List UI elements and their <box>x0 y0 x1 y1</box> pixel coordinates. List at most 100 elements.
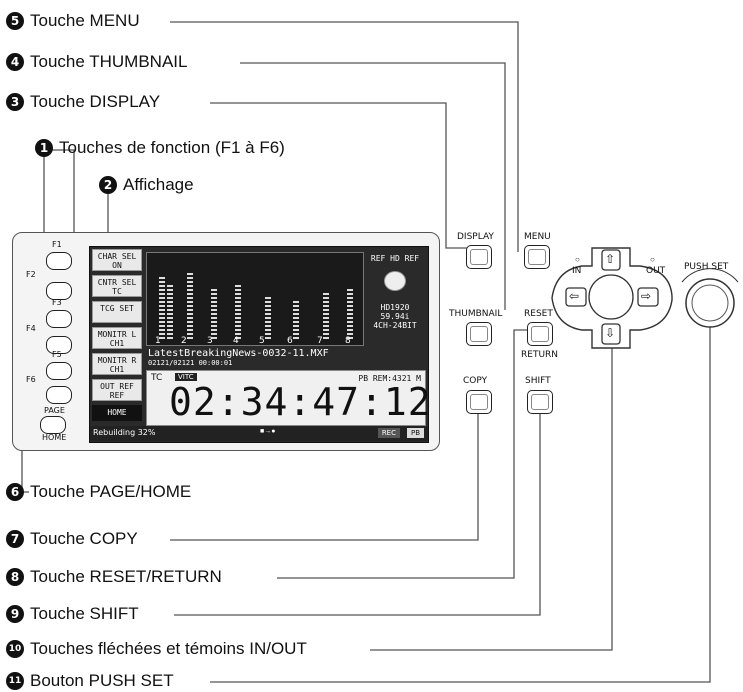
menu-item: CHAR SEL ON <box>92 249 142 271</box>
channel-number: 7 <box>317 336 323 346</box>
audio-meter <box>211 289 217 339</box>
out-indicator-icon: ○ <box>650 255 655 264</box>
copy-label: COPY <box>463 376 488 386</box>
f1-label: F1 <box>52 240 62 249</box>
timecode-box: TC VITC PB REM:4321 M 02:34:47:12 <box>146 370 431 426</box>
right-arrow-icon[interactable]: ⇨ <box>641 289 652 303</box>
callout-number: 6 <box>6 483 24 501</box>
reset-return-button[interactable] <box>527 322 553 346</box>
pb-remaining: PB REM:4321 M <box>358 374 421 383</box>
callout-reset-return: 8 Touche RESET/RETURN <box>6 567 222 587</box>
callout-display: 3 Touche DISPLAY <box>6 92 160 112</box>
tc-label: TC <box>151 373 163 383</box>
status-bar: Rebuilding 32% ■→● REC PB <box>90 426 428 441</box>
callout-number: 7 <box>6 530 24 548</box>
callout-menu: 5 Touche MENU <box>6 11 140 31</box>
up-arrow-icon[interactable]: ⇧ <box>605 252 616 266</box>
callout-number: 9 <box>6 605 24 623</box>
callout-label: Bouton PUSH SET <box>30 671 174 690</box>
f4-button[interactable] <box>46 336 72 354</box>
thumbnail-label: THUMBNAIL <box>449 309 503 319</box>
left-arrow-icon[interactable]: ⇦ <box>569 289 580 303</box>
callout-number: 5 <box>6 12 24 30</box>
menu-item: MONITR R CH1 <box>92 353 142 375</box>
callout-label: Touche DISPLAY <box>30 92 161 111</box>
f3-button[interactable] <box>46 310 72 328</box>
format-panel: REF HD REF HD1920 59.94i 4CH-24BIT <box>365 252 425 344</box>
transfer-icon: ■→● <box>260 428 276 435</box>
callout-number: 4 <box>6 53 24 71</box>
channel-number: 3 <box>207 336 213 346</box>
callout-label: Touche RESET/RETURN <box>30 567 222 586</box>
push-set-knob[interactable] <box>686 279 734 327</box>
audio-meter <box>167 285 173 339</box>
callout-copy: 7 Touche COPY <box>6 529 138 549</box>
copy-button[interactable] <box>466 390 492 414</box>
menu-label: MENU <box>524 232 551 242</box>
callout-function-keys: 1 Touches de fonction (F1 à F6) <box>35 138 285 158</box>
clip-filename: LatestBreakingNews-0032-11.MXF <box>148 348 329 359</box>
callout-label: Touches de fonction (F1 à F6) <box>59 138 285 157</box>
reset-label: RESET <box>524 309 553 319</box>
pb-badge: PB <box>406 428 424 438</box>
audio-meter <box>347 289 353 339</box>
callout-label: Touche MENU <box>30 11 140 30</box>
callout-number: 1 <box>35 139 53 157</box>
callout-label: Affichage <box>123 175 194 194</box>
clip-info: 02121/02121 00:00:01 <box>148 359 233 367</box>
callout-number: 10 <box>6 640 24 658</box>
in-indicator-icon: ○ <box>575 255 580 264</box>
channel-number: 5 <box>259 336 265 346</box>
display-button[interactable] <box>466 245 492 269</box>
menu-item: TCG SET <box>92 301 142 323</box>
channel-number: 1 <box>155 336 161 346</box>
callout-shift: 9 Touche SHIFT <box>6 604 139 624</box>
in-indicator-label: IN <box>572 266 582 276</box>
menu-item: MONITR L CH1 <box>92 327 142 349</box>
timecode-value: 02:34:47:12 <box>169 380 432 424</box>
channel-number: 2 <box>181 336 187 346</box>
menu-button[interactable] <box>524 245 550 269</box>
f2-label: F2 <box>26 270 36 279</box>
audio-meters: 1 2 3 4 5 6 7 8 <box>146 252 364 346</box>
page-home-button[interactable] <box>40 416 66 434</box>
audio-meter <box>235 283 241 339</box>
audio-meter <box>187 273 193 339</box>
f1-button[interactable] <box>46 252 72 270</box>
page-label: PAGE <box>44 406 65 415</box>
callout-label: Touche THUMBNAIL <box>30 52 188 71</box>
callout-label: Touche COPY <box>30 529 138 548</box>
vitc-badge: VITC <box>175 373 197 381</box>
menu-item: CNTR SEL TC <box>92 275 142 297</box>
menu-item: OUT REF REF <box>92 379 142 401</box>
f5-button[interactable] <box>46 362 72 380</box>
f5-label: F5 <box>52 350 62 359</box>
push-set-label: PUSH SET <box>684 262 729 272</box>
callout-push-set: 11 Bouton PUSH SET <box>6 671 174 691</box>
down-arrow-icon[interactable]: ⇩ <box>605 326 616 340</box>
shift-button[interactable] <box>527 390 553 414</box>
f3-label: F3 <box>52 298 62 307</box>
f2-button[interactable] <box>46 282 72 300</box>
callout-arrow-keys: 10 Touches fléchées et témoins IN/OUT <box>6 639 307 659</box>
home-label: HOME <box>42 433 67 442</box>
out-indicator-label: OUT <box>646 266 666 276</box>
f4-label: F4 <box>26 324 36 333</box>
callout-number: 11 <box>6 672 24 690</box>
rec-badge: REC <box>377 428 400 438</box>
display-label: DISPLAY <box>457 232 494 242</box>
video-format: HD1920 <box>380 303 410 312</box>
callout-number: 3 <box>6 93 24 111</box>
ref-status: REF HD REF <box>370 254 420 263</box>
thumbnail-button[interactable] <box>466 322 492 346</box>
callout-affichage: 2 Affichage <box>99 175 194 195</box>
status-text: Rebuilding 32% <box>93 428 156 437</box>
audio-meter <box>159 277 165 339</box>
callout-page-home: 6 Touche PAGE/HOME <box>6 482 191 502</box>
f6-label: F6 <box>26 375 36 384</box>
callout-number: 8 <box>6 568 24 586</box>
f6-button[interactable] <box>46 386 72 404</box>
audio-meter <box>265 295 271 339</box>
frame-rate: 59.94i <box>380 312 410 321</box>
audio-meter <box>293 299 299 339</box>
